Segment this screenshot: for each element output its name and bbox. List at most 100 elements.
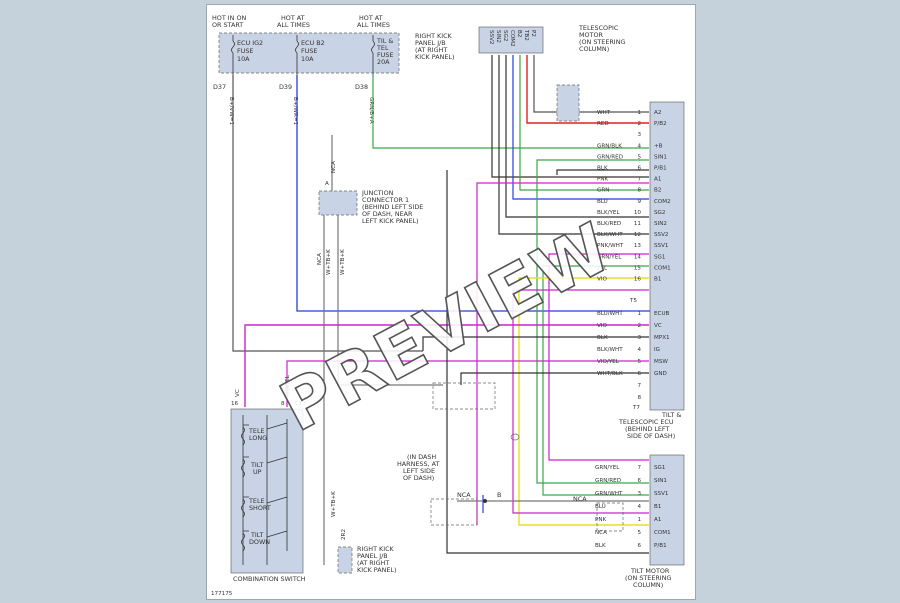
- wire-ecub-feed: [296, 75, 652, 312]
- ecu-row-pin: 1: [637, 110, 641, 116]
- tilt-row-terminal: SSV1: [654, 491, 669, 497]
- kick-panel-connector: 2R2: [341, 529, 347, 540]
- ecu-row-pin: 4: [637, 143, 641, 149]
- ecu-row-wire: GRN/YEL: [597, 254, 622, 260]
- wire-pb1-tilt: [446, 170, 649, 554]
- tilt-row-terminal: SG1: [654, 465, 666, 471]
- junction-title-1: JUNCTION: [361, 189, 394, 197]
- wire-sin1-grnred: [536, 159, 649, 484]
- motor-pin-label: P2: [530, 30, 536, 37]
- fuse-header-1b: OR START: [212, 21, 243, 29]
- tilt-row-pin: 5: [637, 530, 641, 536]
- wire-d39-label: B+/WR=1: [292, 97, 298, 126]
- ecu-row-pin: 5: [637, 359, 641, 365]
- ecu-title-2: TELESCOPIC ECU: [618, 418, 674, 426]
- wire-mpx1-blk: [422, 336, 649, 351]
- wire-vc-vio: [244, 324, 649, 407]
- wire-com1-yel: [518, 277, 649, 526]
- wiring-diagram-sheet: HOT IN ON OR START HOT AT ALL TIMES HOT …: [206, 4, 696, 600]
- junction-wire-2: W+TB+K: [340, 249, 346, 275]
- ecu-row-wire: RED: [597, 121, 609, 127]
- dash-harness-2: HARNESS, AT: [397, 460, 439, 468]
- ecu-row-terminal: SSV1: [654, 243, 669, 249]
- telescopic-motor-box: [478, 26, 544, 54]
- ecu-row-wire: BLK/RED: [597, 221, 621, 227]
- tilt-row-terminal: COM1: [654, 530, 671, 536]
- wire-gnd-whtblk: [460, 372, 649, 385]
- dash-harness-splice: B: [497, 491, 501, 499]
- connector-d37: D37: [213, 83, 226, 91]
- motor-pin-label: SG2: [502, 30, 508, 41]
- tilt-row-wire: GRN/RED: [595, 478, 621, 484]
- ecu-row-terminal: SIN2: [654, 221, 667, 227]
- ecu-title-3: (BEHIND LEFT: [625, 425, 669, 433]
- wire-b1-vio: [512, 289, 649, 514]
- ecu-row-terminal: SG1: [654, 254, 666, 260]
- kick-panel-bottom: 2R2 W+TB+K RIGHT KICK PANEL J/B (AT RIGH…: [331, 491, 396, 574]
- tilt-motor-title-2: (ON STEERING: [625, 574, 671, 582]
- junction-title-4: OF DASH, NEAR: [362, 210, 413, 218]
- ecu-row-wire: BLK: [597, 166, 608, 172]
- fuse-2-name: ECU B2: [301, 39, 325, 47]
- tilt-row-pin: 1: [637, 517, 641, 523]
- ecu-row-terminal: A2: [654, 110, 661, 116]
- ecu-row-pin: 14: [634, 254, 642, 260]
- shield-ground: [510, 433, 520, 441]
- tilt-row-wire: NCA: [595, 530, 607, 536]
- wire-junction-2: [337, 209, 443, 386]
- junction-nca-bottom: NCA: [317, 253, 323, 265]
- tele-motor-title-2: MOTOR: [579, 31, 603, 39]
- ecu-row-terminal: GND: [654, 371, 667, 377]
- ecu-row-wire: BLK/WHT: [597, 347, 623, 353]
- combo-wire-vioyel: VIO/YEL: [285, 374, 291, 397]
- junction-title-2: CONNECTOR 1: [362, 196, 409, 204]
- ecu-row-pin: 10: [634, 210, 642, 216]
- ecu-row-pin: 1: [637, 311, 641, 317]
- combo-wire-vc: VC: [235, 389, 241, 397]
- ecu-row-terminal: B1: [654, 277, 662, 283]
- ecu-row-wire: BLU: [597, 199, 608, 205]
- fuse-3-amps: 20A: [377, 58, 390, 66]
- dash-harness-nca: NCA: [457, 491, 471, 499]
- dash-harness-nca-2: NCA: [573, 495, 587, 503]
- ecu-row-terminal: COM1: [654, 265, 671, 271]
- fuse-loc-3: (AT RIGHT: [415, 46, 447, 54]
- connector-d39: D39: [279, 83, 292, 91]
- combo-pin-8: 8: [281, 401, 285, 407]
- ecu-row-wire: GRN: [597, 188, 609, 194]
- ecu-title-4: SIDE OF DASH): [627, 432, 675, 440]
- fuse-header-2b: ALL TIMES: [277, 21, 310, 29]
- ecu-row-pin: 8: [637, 188, 641, 194]
- motor-pin-label: SIN2: [495, 30, 501, 43]
- wire-ssv2: [491, 55, 649, 178]
- junction-a-label: A: [325, 181, 329, 187]
- combo-sw-4a: TILT: [250, 531, 263, 539]
- combo-sw-4b: DOWN: [249, 538, 270, 546]
- fuse-loc-4: KICK PANEL): [415, 53, 454, 61]
- combo-connector-c17: C17: [295, 401, 306, 407]
- ecu-row-pin: 6: [637, 371, 641, 377]
- junction-connector-box: [318, 190, 358, 216]
- wire-sg1-grnyel: [542, 265, 649, 496]
- fuse-symbol-1: [231, 35, 235, 75]
- motor-pin-label: TB2: [523, 29, 529, 41]
- tele-motor-title-1: TELESCOPIC: [578, 24, 619, 32]
- kick-panel-4: KICK PANEL): [357, 566, 396, 574]
- fuse-1-type: FUSE: [237, 47, 253, 55]
- motor-pin-label: SSV2: [488, 30, 494, 45]
- ecu-row-wire: GRN/BLK: [597, 143, 622, 149]
- wire-tb2-red: [526, 55, 649, 124]
- junction-title-5: LEFT KICK PANEL): [362, 217, 419, 225]
- fuse-1-amps: 10A: [237, 55, 250, 63]
- fuse-header-3b: ALL TIMES: [357, 21, 390, 29]
- wire-ssv1-pnkwht: [548, 253, 649, 461]
- dash-harness-4: OF DASH): [403, 474, 434, 482]
- ecu-row-wire: YEL: [596, 265, 608, 271]
- ecu-row-pin: 7: [637, 383, 641, 389]
- fuse-2-type: FUSE: [301, 47, 317, 55]
- ecu-row-terminal: SIN1: [654, 154, 667, 160]
- tele-motor-title-4: COLUMN): [579, 45, 609, 53]
- ecu-row-terminal: SG2: [654, 210, 665, 216]
